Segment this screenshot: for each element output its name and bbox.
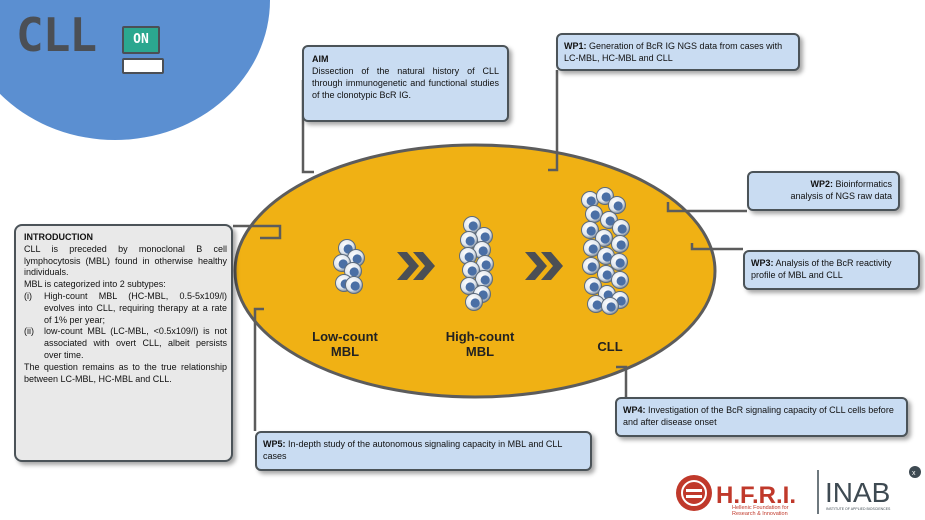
cell-icon bbox=[581, 221, 599, 239]
cell-icon bbox=[463, 216, 481, 234]
cll-on-logo: CLL bbox=[16, 8, 97, 62]
intro-list-item: (i) High-count MBL (HC-MBL, 0.5-5x109/l)… bbox=[24, 291, 227, 326]
cell-icon bbox=[595, 229, 613, 247]
double-chevron-icon bbox=[397, 252, 435, 280]
wp2-text-2: analysis of NGS raw data bbox=[790, 191, 892, 201]
stage-cll: CLL bbox=[580, 339, 640, 354]
cell-icon bbox=[460, 231, 478, 249]
cell-icon bbox=[612, 219, 630, 237]
intro-paragraph-2: MBL is categorized into 2 subtypes: bbox=[24, 279, 166, 290]
cell-icon bbox=[344, 262, 362, 280]
wp5-box: WP5: In-depth study of the autonomous si… bbox=[255, 431, 592, 471]
cell-icon bbox=[345, 276, 363, 294]
wp1-label: WP1: bbox=[564, 41, 587, 51]
introduction-box: INTRODUCTION CLL is preceded by monoclon… bbox=[14, 224, 233, 462]
inab-badge-x: x bbox=[912, 470, 916, 477]
wp1-text: Generation of BcR IG NGS data from cases… bbox=[564, 41, 783, 63]
stage-label-line2: MBL bbox=[465, 344, 495, 359]
cell-icon bbox=[610, 253, 628, 271]
stage-low-count: Low-count MBL bbox=[300, 329, 390, 359]
stage-label-line2: MBL bbox=[330, 344, 360, 359]
wp5-text: In-depth study of the autonomous signali… bbox=[263, 439, 563, 461]
inab-text: INAB bbox=[825, 477, 890, 508]
cell-icon bbox=[582, 257, 600, 275]
cell-icon bbox=[475, 270, 493, 288]
cell-icon bbox=[585, 205, 603, 223]
stage-label-line1: CLL bbox=[597, 339, 623, 354]
cell-icon bbox=[611, 271, 629, 289]
cell-icon bbox=[465, 293, 483, 311]
wp2-box: WP2: Bioinformatics analysis of NGS raw … bbox=[747, 171, 900, 211]
wp3-text: Analysis of the BcR reactivity profile o… bbox=[751, 258, 892, 280]
wp1-box: WP1: Generation of BcR IG NGS data from … bbox=[556, 33, 800, 71]
cell-icon bbox=[597, 265, 615, 283]
wp2-label: WP2: bbox=[810, 179, 833, 189]
wp4-text: Investigation of the BcR signaling capac… bbox=[623, 405, 894, 427]
list-number: (ii) bbox=[24, 326, 34, 337]
hfri-sub2: Research & Innovation bbox=[732, 511, 788, 517]
on-badge-bar bbox=[122, 58, 164, 74]
wp3-label: WP3: bbox=[751, 258, 774, 268]
stage-high-count: High-count MBL bbox=[432, 329, 528, 359]
cell-icon bbox=[581, 191, 599, 209]
connector-lines bbox=[233, 70, 747, 431]
list-text: High-count MBL (HC-MBL, 0.5-5x109/l) evo… bbox=[44, 290, 227, 325]
stage-label-line1: Low-count bbox=[312, 329, 378, 344]
double-chevron-icon bbox=[525, 252, 563, 280]
wp5-label: WP5: bbox=[263, 439, 286, 449]
cell-icon bbox=[460, 277, 478, 295]
hfri-text: H.F.R.I. bbox=[716, 482, 796, 509]
cell-icon bbox=[608, 196, 626, 214]
stage-label-line1: High-count bbox=[445, 329, 515, 344]
cell-icon bbox=[601, 297, 619, 315]
hfri-emblem-icon bbox=[676, 475, 712, 511]
aim-title: AIM bbox=[312, 54, 329, 64]
cell-icon bbox=[611, 235, 629, 253]
on-badge: ON bbox=[122, 26, 160, 54]
wp3-box: WP3: Analysis of the BcR reactivity prof… bbox=[743, 250, 920, 290]
aim-box: AIM Dissection of the natural history of… bbox=[302, 45, 509, 122]
cell-icon bbox=[596, 187, 614, 205]
list-number: (i) bbox=[24, 290, 32, 301]
cell-icon bbox=[584, 277, 602, 295]
introduction-title: INTRODUCTION bbox=[24, 232, 93, 242]
intro-paragraph-3: The question remains as to the true rela… bbox=[24, 361, 227, 384]
wp4-label: WP4: bbox=[623, 405, 646, 415]
intro-paragraph-1: CLL is preceded by monoclonal B cell lym… bbox=[24, 243, 227, 278]
list-text: low-count MBL (LC-MBL, <0.5x109/l) is no… bbox=[44, 326, 227, 360]
wp2-text: Bioinformatics bbox=[835, 179, 892, 189]
inab-badge bbox=[909, 466, 921, 478]
inab-sub: INSTITUTE OF APPLIED BIOSCIENCES bbox=[826, 507, 891, 511]
cell-icon bbox=[583, 239, 601, 257]
intro-list-item: (ii) low-count MBL (LC-MBL, <0.5x109/l) … bbox=[24, 326, 227, 361]
aim-text: Dissection of the natural history of CLL… bbox=[312, 66, 499, 100]
wp4-box: WP4: Investigation of the BcR signaling … bbox=[615, 397, 908, 437]
hfri-sub1: Hellenic Foundation for bbox=[732, 505, 789, 511]
